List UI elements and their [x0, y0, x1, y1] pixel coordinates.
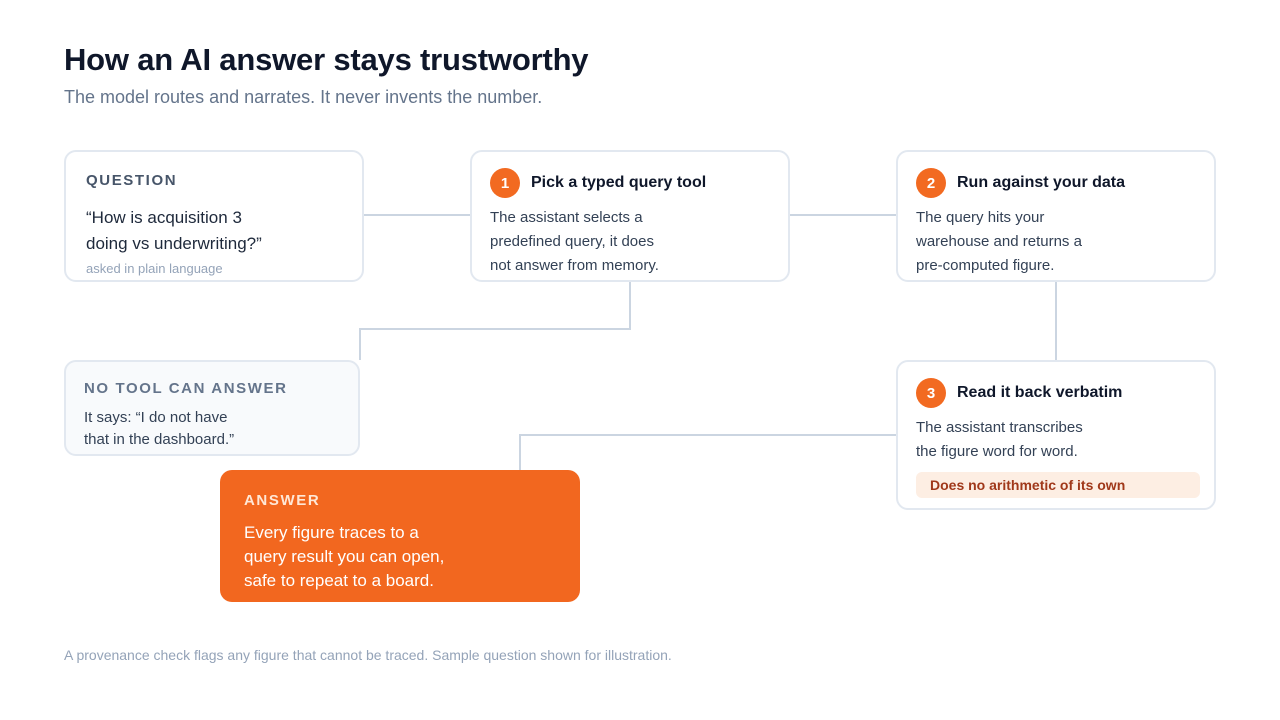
step-1-header: 1 Pick a typed query tool: [490, 168, 770, 198]
question-text: “How is acquisition 3 doing vs underwrit…: [86, 205, 342, 257]
page-title: How an AI answer stays trustworthy: [64, 42, 589, 77]
answer-label: ANSWER: [244, 492, 321, 509]
step-2-line: pre-computed figure.: [916, 257, 1055, 274]
no-tool-line: that in the dashboard.”: [84, 431, 235, 448]
step-1-line: The assistant selects a: [490, 209, 643, 226]
step-3-line: the figure word for word.: [916, 443, 1078, 460]
question-note: asked in plain language: [86, 261, 223, 276]
no-tool-line: It says: “I do not have: [84, 409, 228, 426]
step-3-line: The assistant transcribes: [916, 419, 1083, 436]
step-3-description: The assistant transcribes the figure wor…: [916, 416, 1200, 464]
no-arithmetic-badge: Does no arithmetic of its own: [916, 472, 1200, 498]
answer-card: ANSWER Every figure traces to a query re…: [220, 470, 580, 602]
step-2-description: The query hits your warehouse and return…: [916, 206, 1196, 278]
step-1-line: predefined query, it does: [490, 233, 654, 250]
connector-step3-to-answer: [519, 434, 896, 470]
step-1-number-badge: 1: [490, 168, 520, 198]
step-2-line: warehouse and returns a: [916, 233, 1082, 250]
step-3-header: 3 Read it back verbatim: [916, 378, 1200, 408]
answer-line: safe to repeat to a board.: [244, 571, 434, 590]
step-3-title: Read it back verbatim: [957, 384, 1123, 401]
step-1-line: not answer from memory.: [490, 257, 659, 274]
step-2-line: The query hits your: [916, 209, 1045, 226]
answer-line: query result you can open,: [244, 547, 445, 566]
no-tool-card: NO TOOL CAN ANSWER It says: “I do not ha…: [64, 360, 360, 456]
step-1-description: The assistant selects a predefined query…: [490, 206, 770, 278]
question-line: “How is acquisition 3: [86, 208, 242, 227]
no-tool-label: NO TOOL CAN ANSWER: [84, 380, 288, 397]
answer-description: Every figure traces to a query result yo…: [244, 521, 556, 593]
step-2-header: 2 Run against your data: [916, 168, 1196, 198]
question-label: QUESTION: [86, 172, 178, 189]
connector-step1-to-no-tool: [359, 282, 631, 360]
step-2-card: 2 Run against your data The query hits y…: [896, 150, 1216, 282]
answer-line: Every figure traces to a: [244, 523, 419, 542]
step-1-title: Pick a typed query tool: [531, 174, 707, 191]
step-3-card: 3 Read it back verbatim The assistant tr…: [896, 360, 1216, 510]
step-2-title: Run against your data: [957, 174, 1126, 191]
step-2-number-badge: 2: [916, 168, 946, 198]
question-line: doing vs underwriting?”: [86, 234, 262, 253]
step-1-card: 1 Pick a typed query tool The assistant …: [470, 150, 790, 282]
step-3-number-badge: 3: [916, 378, 946, 408]
no-tool-description: It says: “I do not have that in the dash…: [84, 407, 340, 451]
question-card: QUESTION “How is acquisition 3 doing vs …: [64, 150, 364, 282]
page-subtitle: The model routes and narrates. It never …: [64, 87, 543, 107]
footnote: A provenance check flags any figure that…: [64, 647, 672, 663]
